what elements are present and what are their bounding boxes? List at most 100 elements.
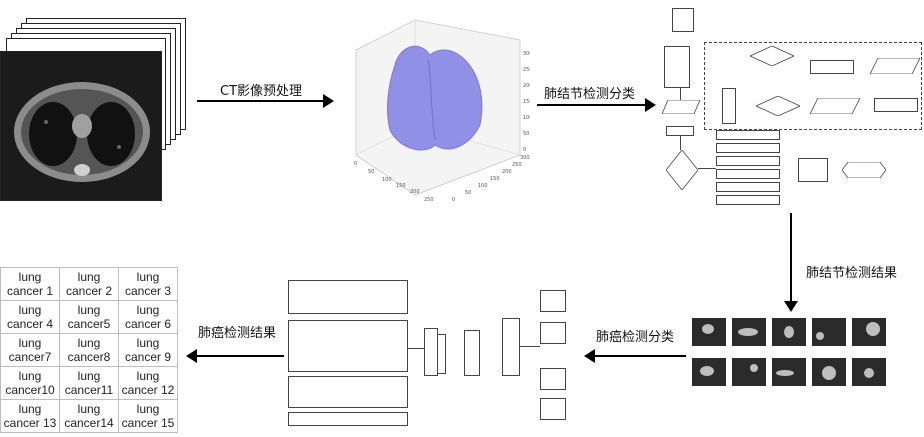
category-group (288, 320, 408, 372)
flow-diamond (756, 96, 800, 116)
nodule-detect-classify-label: 肺结节检测分类 (544, 87, 636, 102)
nodule-patch (772, 358, 806, 386)
arrow-nodule-result (790, 213, 792, 303)
arrow-preprocess (197, 100, 325, 102)
table-row: lung cancer10 lung cancer11 lung cancer … (0, 366, 178, 400)
table-cell: lung cancer 1 (0, 267, 60, 301)
flow-step-box (874, 98, 918, 112)
z-tick-label: 300 (523, 51, 530, 57)
classifier-block (464, 330, 480, 376)
flow-list-item (716, 169, 780, 179)
x-tick-label: 250 (424, 197, 434, 203)
feature-block (502, 318, 520, 376)
z-tick-label: 100 (523, 115, 530, 121)
flow-step-box (810, 60, 854, 74)
y-tick-label: 0 (452, 197, 455, 203)
category-group (288, 412, 408, 426)
ct-chest-scan-graphic (1, 52, 161, 200)
flow-dashed-region (704, 42, 922, 130)
y-tick-label: 100 (478, 183, 488, 189)
table-cell: lung cancer8 (59, 333, 119, 367)
flow-parallelogram (662, 100, 700, 114)
table-row: lung cancer 1 lung cancer 2 lung cancer … (0, 267, 178, 301)
table-cell: lung cancer 6 (118, 300, 178, 334)
ct-scan-image (0, 51, 162, 201)
y-tick-label: 50 (465, 190, 471, 196)
z-tick-label: 200 (523, 83, 530, 89)
nodule-patch-grid (692, 318, 892, 390)
cancer-detect-result-label: 肺癌检测结果 (198, 326, 277, 341)
output-cube-icon (540, 398, 566, 420)
lung-cancer-results-table: lung cancer 1 lung cancer 2 lung cancer … (0, 267, 178, 433)
arrow-cancer-detect (594, 355, 686, 357)
flow-output-cube (798, 158, 828, 182)
flow-connector-line (408, 348, 424, 349)
cancer-detect-classify-label: 肺癌检测分类 (596, 330, 675, 345)
table-cell: lung cancer 2 (59, 267, 119, 301)
preprocess-label: CT影像预处理 (220, 84, 303, 99)
table-cell: lung cancer 15 (118, 399, 178, 433)
flow-list-item (716, 156, 780, 166)
arrow-head-icon (784, 301, 798, 312)
y-tick-label: 250 (512, 162, 522, 168)
x-tick-label: 50 (368, 169, 374, 175)
nodule-patch (692, 318, 726, 346)
nodule-patch (732, 318, 766, 346)
flow-terminator (842, 162, 886, 178)
nodule-patch (732, 358, 766, 386)
input-cube-icon (540, 322, 566, 344)
x-tick-label: 150 (396, 183, 406, 189)
flow-model-stack (664, 46, 690, 88)
flow-list-item (716, 182, 780, 192)
x-tick-label: 0 (354, 161, 357, 167)
arrow-head-icon (584, 349, 595, 363)
decision-block (424, 328, 438, 376)
arrow-head-icon (645, 98, 656, 112)
z-tick-label: 150 (523, 99, 530, 105)
z-tick-label: 50 (523, 131, 529, 137)
arrow-head-icon (323, 94, 334, 108)
nodule-flowchart (660, 2, 922, 212)
y-tick-label: 150 (490, 176, 500, 182)
flow-diamond (750, 46, 794, 66)
z-tick-label: 250 (523, 67, 530, 73)
table-cell: lung cancer 13 (0, 399, 60, 433)
arrow-cancer-result (196, 355, 284, 357)
flow-parallelogram (810, 98, 860, 114)
nodule-patch (692, 358, 726, 386)
category-group (288, 376, 408, 408)
flow-connector-line (520, 346, 540, 347)
table-cell: lung cancer5 (59, 300, 119, 334)
category-group (288, 280, 408, 314)
table-row: lung cancer7 lung cancer8 lung cancer 9 (0, 333, 178, 367)
flow-connector-line (698, 168, 716, 169)
y-tick-label: 200 (502, 169, 512, 175)
table-row: lung cancer 4 lung cancer5 lung cancer 6 (0, 300, 178, 334)
cancer-flowchart (288, 272, 580, 432)
flow-list-item (716, 143, 780, 153)
flow-input-cube (672, 8, 694, 32)
x-tick-label: 200 (410, 189, 420, 195)
lung-3d-plot: 300 250 200 150 100 50 0 0 50 100 150 20… (354, 19, 530, 203)
flow-parallelogram (870, 58, 920, 74)
flow-model-block (722, 88, 736, 124)
table-cell: lung cancer 9 (118, 333, 178, 367)
flow-step-box (666, 126, 694, 136)
input-cube-icon (540, 290, 566, 312)
flow-list-item (716, 195, 780, 205)
flow-connector-line (680, 88, 681, 100)
z-tick-label: 0 (523, 147, 526, 153)
table-cell: lung cancer 3 (118, 267, 178, 301)
nodule-patch (772, 318, 806, 346)
flow-list-item (716, 130, 780, 140)
nodule-patch (812, 358, 846, 386)
nodule-patch (852, 358, 886, 386)
table-row: lung cancer 13 lung cancer14 lung cancer… (0, 399, 178, 433)
nodule-patch (852, 318, 886, 346)
flow-diamond (666, 150, 698, 190)
x-tick-label: 100 (382, 177, 392, 183)
table-cell: lung cancer 12 (118, 366, 178, 400)
table-cell: lung cancer10 (0, 366, 60, 400)
nodule-patch (812, 318, 846, 346)
table-cell: lung cancer 4 (0, 300, 60, 334)
